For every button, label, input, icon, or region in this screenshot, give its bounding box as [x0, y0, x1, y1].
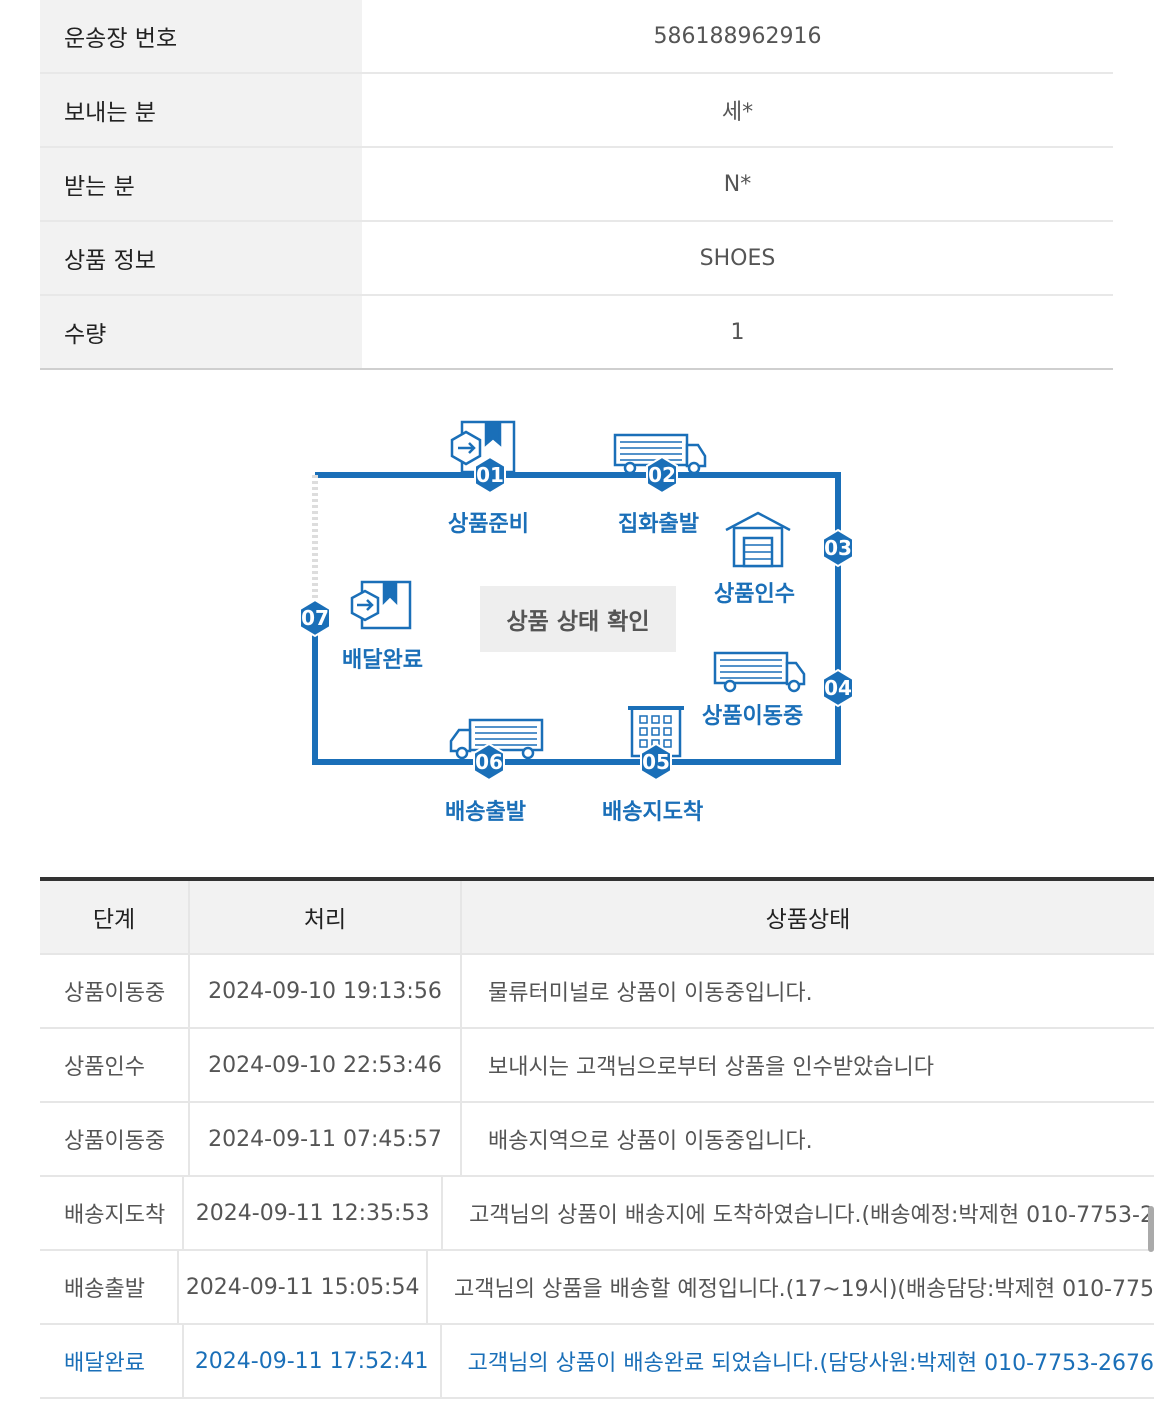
svg-text:06: 06: [475, 750, 503, 774]
cell-time: 2024-09-11 17:52:41: [184, 1325, 442, 1397]
header-stage: 단계: [40, 881, 190, 953]
step-badge-01: 01: [474, 455, 506, 495]
info-label: 보내는 분: [40, 74, 362, 146]
table-row: 상품이동중 2024-09-10 19:13:56 물류터미널로 상품이 이동중…: [40, 955, 1154, 1029]
svg-text:01: 01: [476, 463, 504, 487]
warehouse-icon: [725, 511, 791, 568]
svg-text:04: 04: [824, 676, 852, 700]
step-badge-03: 03: [822, 528, 854, 568]
svg-text:07: 07: [301, 606, 329, 630]
cell-status: 물류터미널로 상품이 이동중입니다.: [488, 981, 813, 1006]
header-time: 처리: [190, 881, 462, 953]
header-status: 상품상태: [765, 907, 851, 933]
step-label-04: 상품이동중: [702, 704, 804, 729]
cell-status: 고객님의 상품이 배송지에 도착하였습니다.(배송예정:박제현 010-7753…: [469, 1203, 1154, 1228]
step-label-07: 배달완료: [342, 648, 423, 673]
step-label-05: 배송지도착: [602, 800, 704, 825]
cell-stage: 배달완료: [40, 1325, 184, 1397]
info-row-sender: 보내는 분 세*: [40, 74, 1113, 148]
horizontal-scrollbar[interactable]: [1148, 1206, 1154, 1252]
cell-status: 고객님의 상품을 배송할 예정입니다.(17~19시)(배송담당:박제현 010…: [454, 1277, 1154, 1302]
info-label: 상품 정보: [40, 222, 362, 294]
step-label-02: 집화출발: [618, 512, 699, 537]
info-value: 세*: [721, 100, 754, 125]
cell-stage: 배송출발: [40, 1251, 180, 1323]
truck-icon: [713, 651, 806, 693]
truck-icon: [449, 718, 544, 760]
tracking-history-table: 단계 처리 상품상태 상품이동중 2024-09-10 19:13:56 물류터…: [40, 877, 1154, 1399]
cell-status: 고객님의 상품이 배송완료 되었습니다.(담당사원:박제현 010-7753-2…: [467, 1351, 1154, 1376]
info-value: SHOES: [699, 245, 776, 271]
info-label: 운송장 번호: [40, 0, 362, 72]
info-row-tracking-number: 운송장 번호 586188962916: [40, 0, 1113, 74]
info-value: N*: [723, 171, 752, 197]
status-check-label: 상품 상태 확인: [480, 586, 676, 652]
step-badge-07: 07: [299, 598, 331, 638]
cell-status: 배송지역으로 상품이 이동중입니다.: [488, 1129, 813, 1154]
svg-text:05: 05: [642, 750, 670, 774]
box-icon: [350, 580, 412, 630]
step-label-01: 상품준비: [448, 512, 529, 537]
step-badge-06: 06: [473, 742, 505, 782]
table-row: 배송출발 2024-09-11 15:05:54 고객님의 상품을 배송할 예정…: [40, 1251, 1154, 1325]
table-row-current: 배달완료 2024-09-11 17:52:41 고객님의 상품이 배송완료 되…: [40, 1325, 1154, 1399]
cell-time: 2024-09-11 15:05:54: [179, 1251, 428, 1323]
cell-stage: 상품인수: [40, 1029, 190, 1101]
cell-stage: 상품이동중: [40, 1103, 190, 1175]
cell-time: 2024-09-11 12:35:53: [184, 1177, 444, 1249]
step-label-03: 상품인수: [714, 582, 795, 607]
info-label: 받는 분: [40, 148, 362, 220]
diagram-track: 01 02 03 04 05 06: [299, 420, 854, 782]
table-header: 단계 처리 상품상태: [40, 881, 1154, 955]
svg-text:02: 02: [648, 463, 676, 487]
cell-time: 2024-09-10 19:13:56: [190, 955, 462, 1027]
info-row-recipient: 받는 분 N*: [40, 148, 1113, 222]
info-row-product: 상품 정보 SHOES: [40, 222, 1113, 296]
step-badge-04: 04: [822, 668, 854, 708]
svg-text:03: 03: [824, 536, 852, 560]
step-badge-02: 02: [646, 455, 678, 495]
truck-icon: [613, 433, 707, 475]
shipment-info-table: 운송장 번호 586188962916 보내는 분 세* 받는 분 N* 상품 …: [40, 0, 1113, 370]
info-value: 586188962916: [653, 23, 822, 49]
info-row-quantity: 수량 1: [40, 296, 1113, 370]
info-label: 수량: [40, 296, 362, 368]
cell-stage: 상품이동중: [40, 955, 190, 1027]
cell-time: 2024-09-11 07:45:57: [190, 1103, 462, 1175]
cell-stage: 배송지도착: [40, 1177, 185, 1249]
cell-time: 2024-09-10 22:53:46: [190, 1029, 462, 1101]
step-badge-05: 05: [640, 742, 672, 782]
table-row: 상품이동중 2024-09-11 07:45:57 배송지역으로 상품이 이동중…: [40, 1103, 1154, 1177]
cell-status: 보내시는 고객님으로부터 상품을 인수받았습니다: [488, 1055, 935, 1080]
delivery-status-diagram: 01 02 03 04 05 06: [290, 410, 860, 830]
step-label-06: 배송출발: [445, 800, 526, 825]
table-row: 배송지도착 2024-09-11 12:35:53 고객님의 상품이 배송지에 …: [40, 1177, 1154, 1251]
info-value: 1: [730, 319, 745, 345]
table-row: 상품인수 2024-09-10 22:53:46 보내시는 고객님으로부터 상품…: [40, 1029, 1154, 1103]
